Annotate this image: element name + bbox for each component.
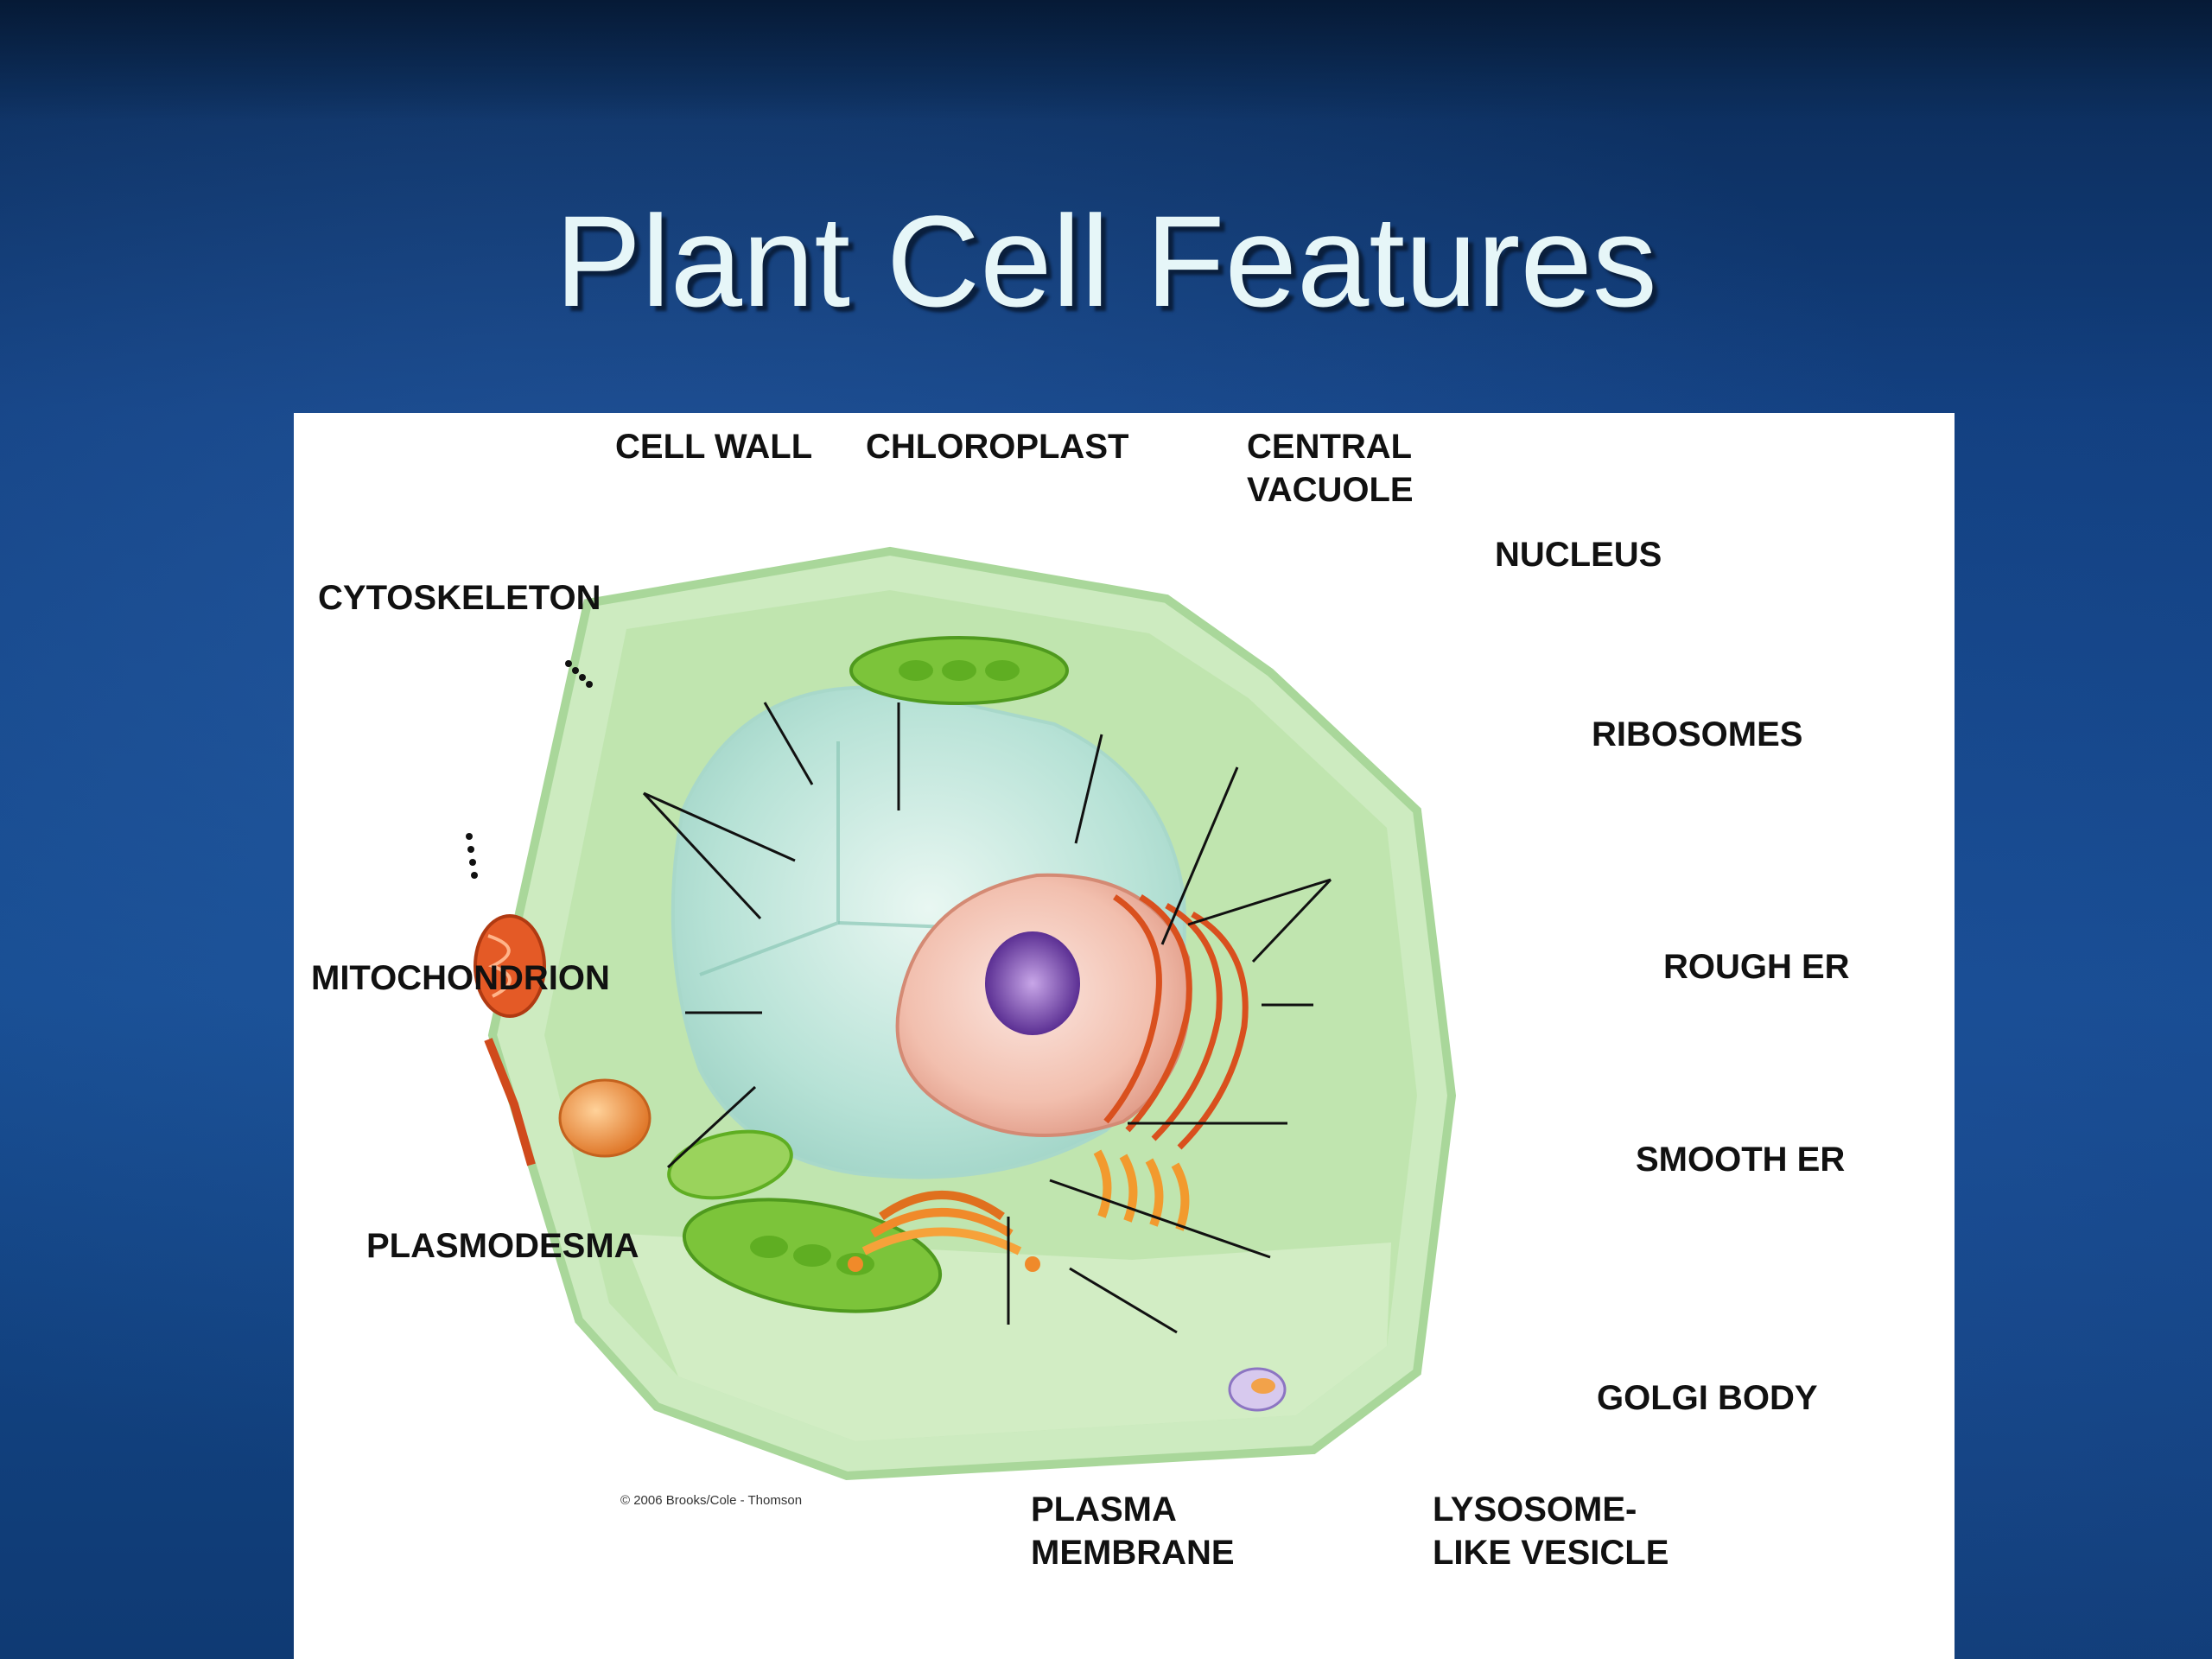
label-ribosomes: RIBOSOMES — [1592, 715, 1803, 753]
chloroplast-top — [849, 636, 1069, 705]
label-lysosome-1: LYSOSOME- — [1433, 1491, 1637, 1529]
mitochondrion — [474, 914, 546, 1018]
plant-cell-diagram: CELL WALL — [466, 546, 1457, 1481]
slide-top-band — [0, 0, 2212, 121]
plant-cell-figure: CELL WALL CELL WALL CHLOROPLAST CENTRAL … — [294, 413, 1955, 1659]
label-mitochondrion: MITOCHONDRION — [311, 959, 610, 997]
plasmodesma-channel — [484, 1038, 536, 1166]
label-lysosome-2: LIKE VESICLE — [1433, 1534, 1669, 1572]
leader-lines — [642, 702, 1332, 1334]
label-plasma-membrane-1: PLASMA — [1031, 1491, 1177, 1529]
label-rough-er: ROUGH ER — [1663, 948, 1850, 986]
slide-title: Plant Cell Features — [555, 188, 1657, 334]
label-cytoskeleton: CYTOSKELETON — [318, 579, 601, 617]
label-plasmodesma: PLASMODESMA — [366, 1227, 639, 1265]
label-nucleus: NUCLEUS — [1495, 536, 1662, 574]
nucleus — [895, 873, 1192, 1137]
label-golgi-body: GOLGI BODY — [1597, 1379, 1818, 1417]
label-smooth-er: SMOOTH ER — [1636, 1141, 1846, 1179]
lysosome-vesicle — [1228, 1367, 1287, 1412]
label-cell-wall: CELL WALL — [615, 428, 813, 466]
label-chloroplast: CHLOROPLAST — [866, 428, 1129, 466]
golgi-body — [848, 1191, 1040, 1272]
rough-er — [1103, 894, 1249, 1150]
orange-vesicle — [558, 1078, 652, 1158]
cytoskeleton-fibers — [466, 660, 593, 879]
label-plasma-membrane-2: MEMBRANE — [1031, 1534, 1235, 1572]
chloroplast-middle — [667, 1129, 793, 1200]
copyright-notice: © 2006 Brooks/Cole - Thomson — [620, 1493, 803, 1508]
label-central-vacuole-2: VACUOLE — [1247, 471, 1414, 509]
diagram-labels: CELL WALL CHLOROPLAST CENTRAL VACUOLE NU… — [294, 413, 1955, 1659]
smooth-er — [1093, 1149, 1190, 1231]
label-central-vacuole-1: CENTRAL — [1247, 428, 1413, 466]
